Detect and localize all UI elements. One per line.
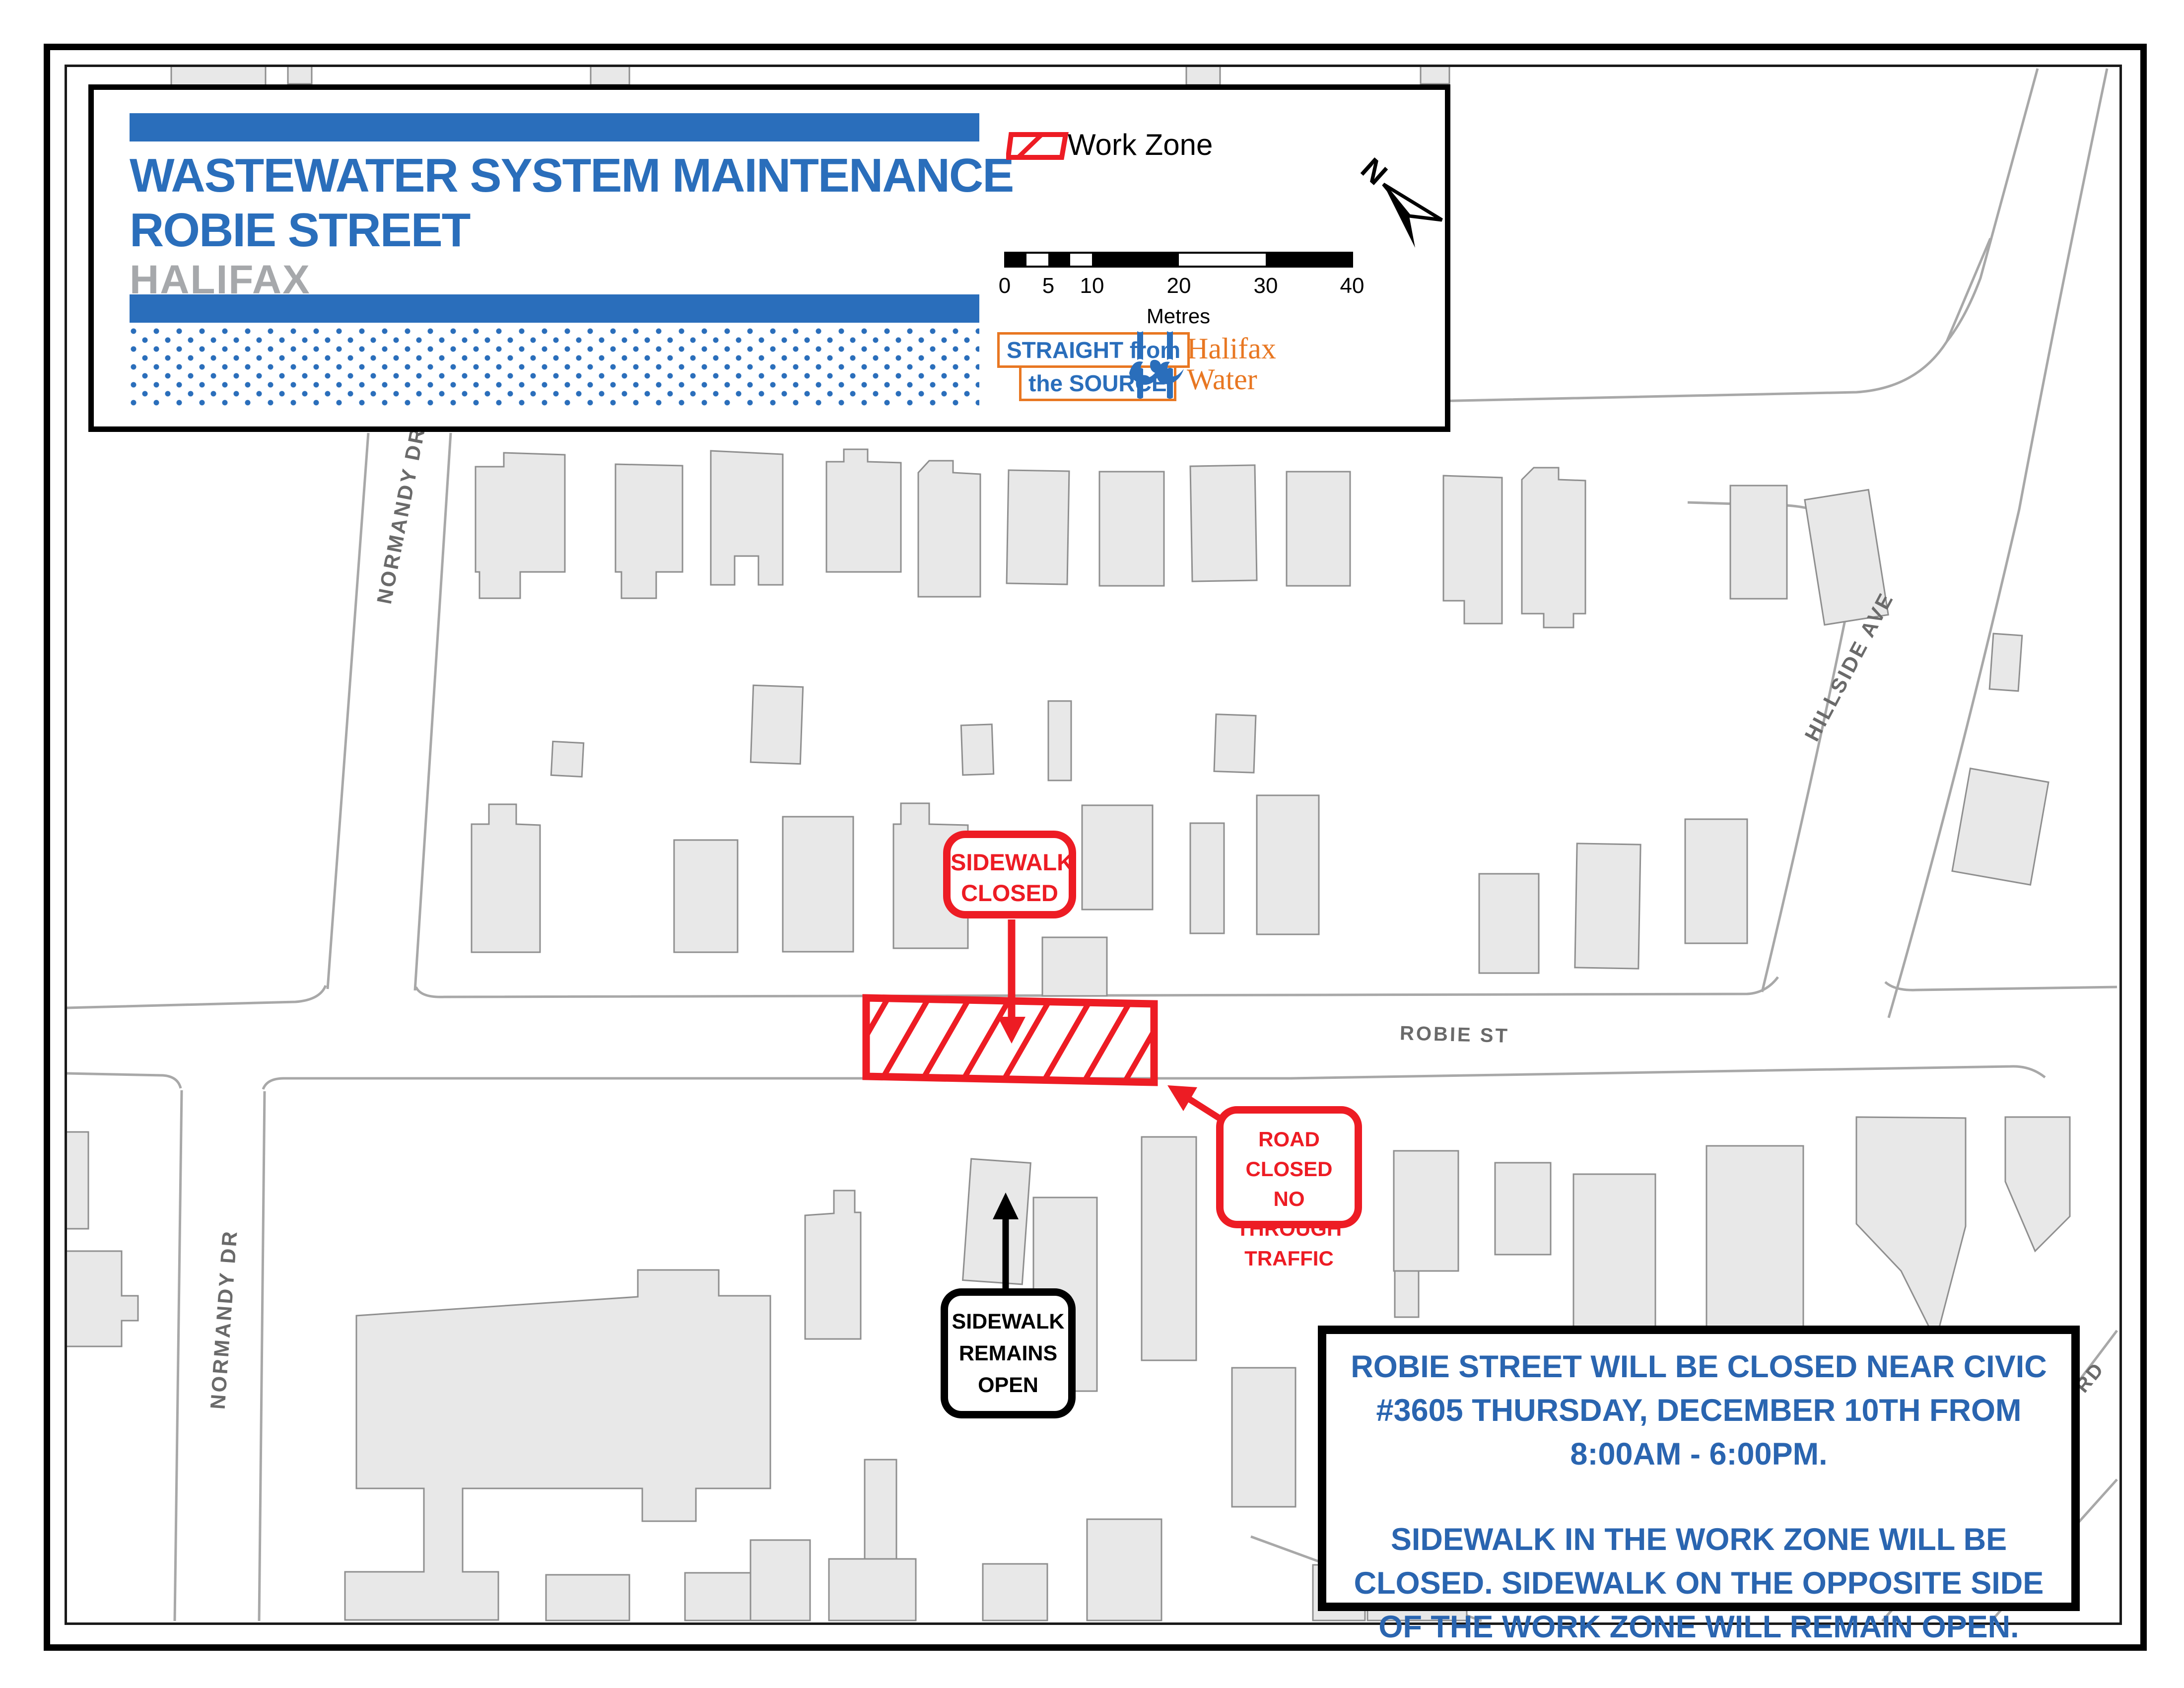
- halifax-water-name-line1: Halifax: [1187, 332, 1276, 365]
- title-block: WASTEWATER SYSTEM MAINTENANCE ROBIE STRE…: [88, 84, 1450, 432]
- street-lines: [67, 68, 2118, 1622]
- map-title-line2: ROBIE STREET: [130, 204, 471, 257]
- work-zone: [862, 994, 1158, 1086]
- work-zone-legend-swatch: [1006, 132, 1069, 160]
- callout-sidewalk-remains-open: SIDEWALK REMAINS OPEN: [941, 1288, 1076, 1418]
- callout-sidewalk-open-line2: REMAINS: [958, 1341, 1058, 1365]
- halifax-water-monogram-icon: [1129, 331, 1184, 399]
- callout-sidewalk-open-line1: SIDEWALK: [952, 1310, 1065, 1334]
- halifax-water-logo: Halifax Water: [1128, 329, 1276, 404]
- map-title-line1: WASTEWATER SYSTEM MAINTENANCE: [130, 149, 1014, 202]
- callout-road-closed-line2: NO THROUGH: [1236, 1187, 1342, 1240]
- callout-sidewalk-closed-line2: CLOSED: [961, 880, 1058, 906]
- north-arrow-icon: N: [1354, 151, 1443, 248]
- scale-tick-40: 40: [1340, 274, 1365, 298]
- scale-bar-graphic: [1004, 252, 1353, 268]
- scale-tick-0: 0: [998, 274, 1011, 298]
- advisory-paragraph-2: SIDEWALK IN THE WORK ZONE WILL BE CLOSED…: [1354, 1522, 2044, 1644]
- building-footprints: [65, 65, 2071, 1621]
- advisory-paragraph-1: ROBIE STREET WILL BE CLOSED NEAR CIVIC #…: [1351, 1349, 2047, 1472]
- advisory-text-box: ROBIE STREET WILL BE CLOSED NEAR CIVIC #…: [1318, 1326, 2080, 1644]
- callout-road-closed-line3: TRAFFIC: [1244, 1247, 1334, 1270]
- scale-bar: 0 5 10 20 30 40 Metres: [999, 251, 1381, 328]
- map-inner-border: [65, 65, 2122, 1625]
- scale-tick-10: 10: [1080, 274, 1104, 298]
- header-bar-top: [130, 113, 979, 141]
- callout-road-closed: ROAD CLOSED NO THROUGH TRAFFIC: [1216, 1106, 1362, 1270]
- sidewalk-closed-arrow: [998, 919, 1025, 1044]
- callout-sidewalk-closed: SIDEWALK CLOSED: [943, 831, 1076, 918]
- dot-pattern: [130, 327, 979, 408]
- halifax-water-name-line2: Water: [1187, 363, 1257, 396]
- sidewalk-open-arrow: [993, 1193, 1019, 1290]
- scale-tick-20: 20: [1166, 274, 1191, 298]
- header-bar-bottom: [130, 294, 979, 323]
- callout-sidewalk-open-line3: OPEN: [978, 1373, 1038, 1397]
- scale-unit-label: Metres: [1146, 304, 1211, 328]
- callout-road-closed-line1: ROAD CLOSED: [1245, 1127, 1333, 1181]
- scale-tick-5: 5: [1042, 274, 1055, 298]
- callout-sidewalk-closed-line1: SIDEWALK: [951, 849, 1074, 875]
- page-border: [44, 44, 2147, 1651]
- scale-tick-30: 30: [1253, 274, 1278, 298]
- work-zone-legend-label: Work Zone: [1068, 128, 1213, 161]
